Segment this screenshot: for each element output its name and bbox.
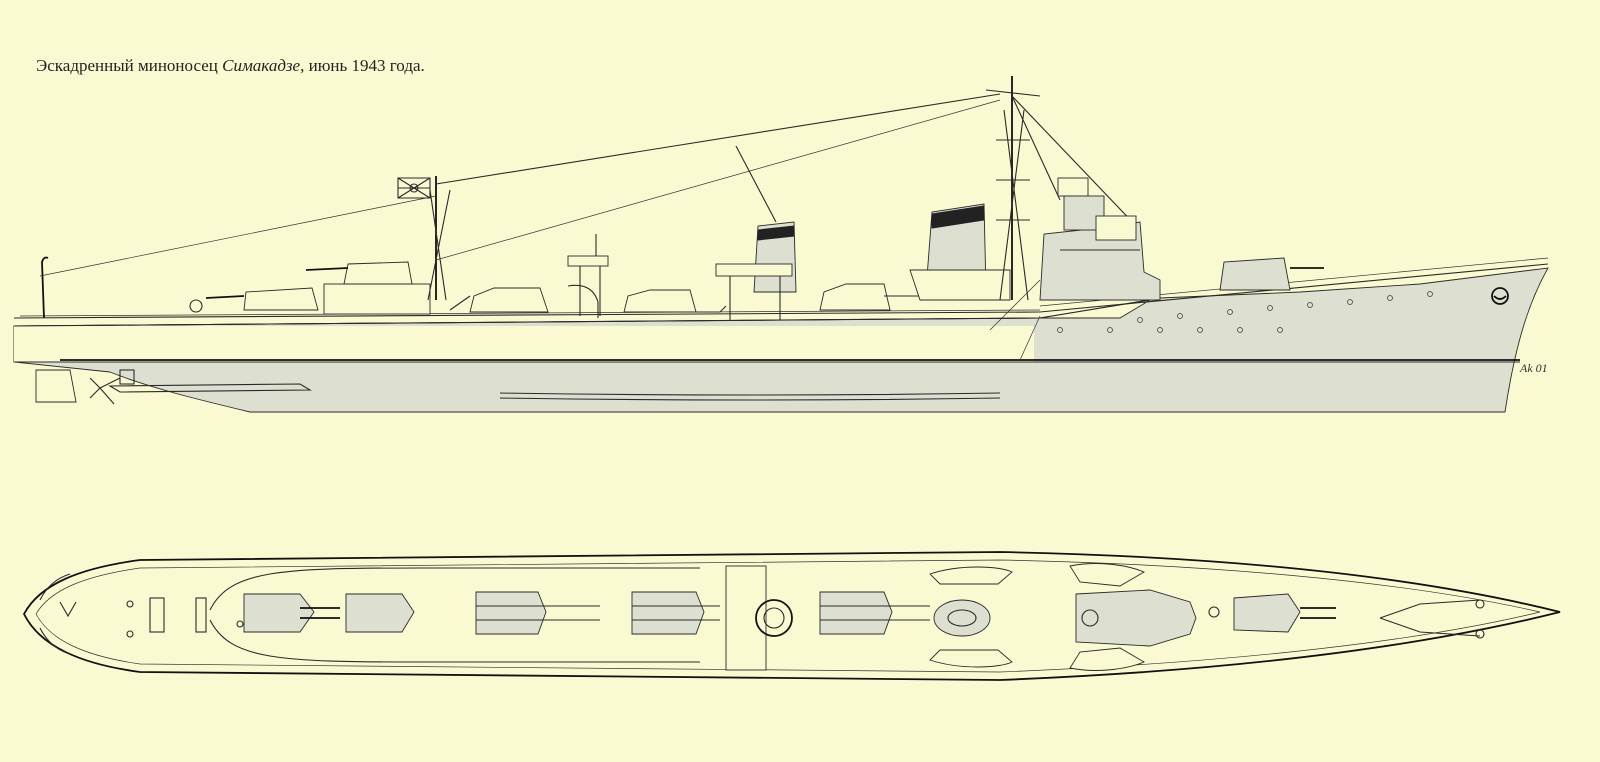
plan-fore-funnel: [933, 599, 991, 637]
naval-ensign-icon: [397, 177, 431, 199]
plan-torpedo-launcher-aft: [475, 591, 600, 635]
stern-details: [39, 573, 71, 655]
plan-superfiring-gun: [345, 593, 415, 633]
anchor-icon: [1491, 287, 1509, 305]
searchlight-tower: [567, 234, 609, 318]
caption-ship-name: Симакадзе: [222, 56, 301, 75]
plan-hull-outline: [22, 551, 1561, 681]
draftsman-signature: Ak 01: [1519, 361, 1548, 375]
plan-bridge: [1075, 589, 1197, 647]
plan-aft-gun: [243, 593, 340, 633]
rudder: [35, 369, 77, 403]
main-mast: [39, 93, 1001, 301]
aft-deck-fittings: [126, 597, 244, 638]
profile-view: Ak 01: [13, 76, 1549, 413]
superfiring-gun-mount: [305, 261, 431, 315]
anchor-chains: [1208, 599, 1485, 639]
drawing-caption: Эскадренный миноносец Симакадзе, июнь 19…: [36, 56, 425, 76]
torpedo-launcher-mid: [623, 289, 727, 313]
profile-hull-light-fore: [14, 326, 1034, 362]
aft-funnel: [715, 145, 797, 320]
boat-port: [929, 566, 1013, 585]
propeller: [89, 377, 121, 405]
caption-suffix: , июнь 1943 года.: [300, 56, 425, 75]
boat-starboard: [929, 649, 1013, 668]
plan-torpedo-launcher-mid: [631, 591, 720, 635]
fore-funnel: [909, 203, 1011, 301]
plan-view: [22, 551, 1561, 681]
stern-flagstaff: [41, 256, 49, 319]
torpedo-launcher-fore: [819, 283, 938, 311]
plan-aft-funnel: [725, 565, 793, 671]
bridge: [1039, 177, 1161, 301]
forward-gun-mount: [1219, 257, 1324, 291]
caption-prefix: Эскадренный миноносец: [36, 56, 223, 75]
fore-mast: [985, 76, 1141, 361]
aft-gun-mount: [189, 287, 319, 313]
mine-rails: [209, 567, 700, 611]
plan-forward-gun: [1233, 593, 1336, 633]
plan-torpedo-launcher-fore: [819, 591, 930, 635]
profile-portholes: [1057, 291, 1433, 333]
torpedo-launcher-aft: [449, 287, 549, 313]
